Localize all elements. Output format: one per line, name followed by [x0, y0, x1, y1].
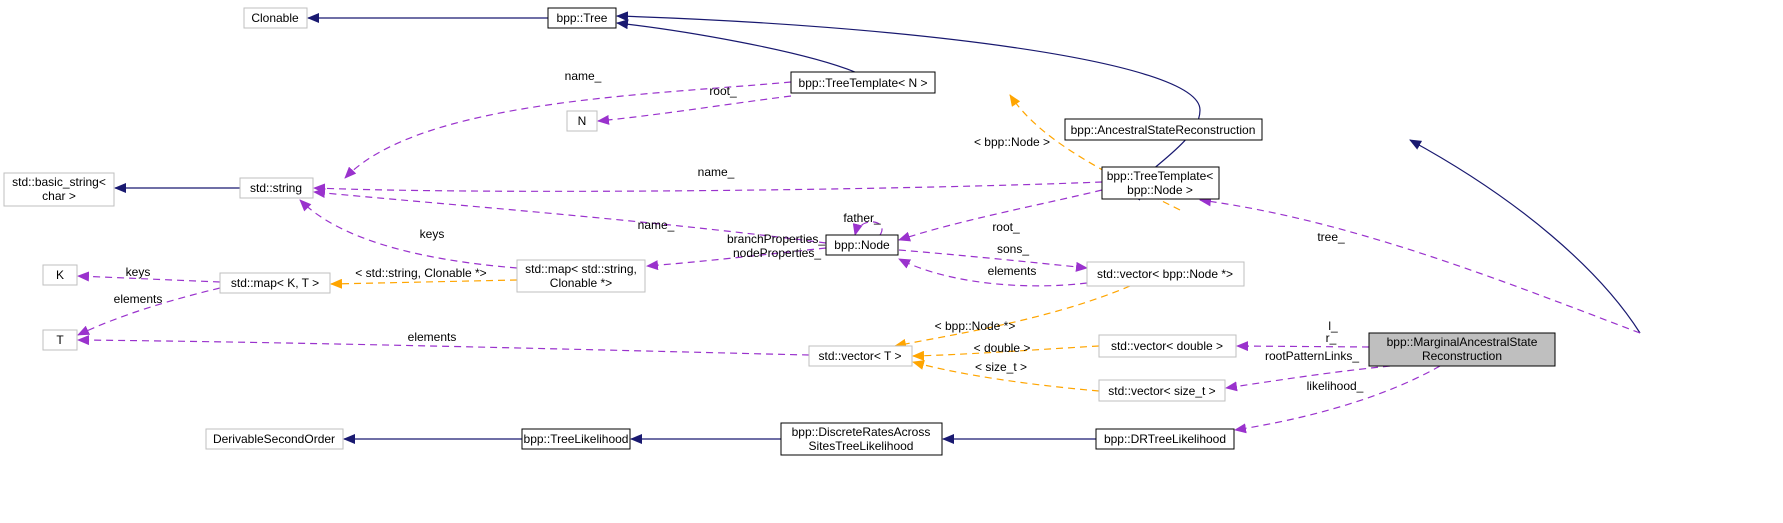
node-std-string[interactable]: std::string [239, 177, 314, 199]
svg-text:Clonable: Clonable [251, 11, 299, 25]
svg-text:bpp::TreeTemplate< N >: bpp::TreeTemplate< N > [799, 76, 928, 90]
edge-label: name_ [565, 69, 602, 83]
node-k[interactable]: K [42, 264, 78, 286]
edge-node-string [313, 188, 827, 244]
svg-text:SitesTreeLikelihood: SitesTreeLikelihood [809, 439, 914, 453]
edge-node-map [646, 247, 827, 271]
edge-tplnode-node [898, 189, 1103, 242]
edge-label: father_ [843, 211, 881, 225]
edge-label: branchProperties_ [727, 232, 825, 246]
svg-text:bpp::TreeLikelihood: bpp::TreeLikelihood [524, 432, 629, 446]
edge-label: name_ [698, 165, 735, 179]
edge-marginal-drtl [1234, 365, 1441, 434]
edge-vectorsize-vectort [912, 360, 1100, 392]
edge-marginal-vectorsize [1225, 365, 1391, 392]
node-marginal-ancestral-state-reconstruction[interactable]: bpp::MarginalAncestralStateReconstructio… [1368, 332, 1556, 367]
edge-label: l_ [1328, 319, 1338, 333]
node-tree-template-node[interactable]: bpp::TreeTemplate<bpp::Node > [1101, 166, 1220, 200]
node-t[interactable]: T [42, 329, 78, 351]
node-vector-t[interactable]: std::vector< T > [808, 345, 913, 367]
svg-text:bpp::DRTreeLikelihood: bpp::DRTreeLikelihood [1104, 432, 1226, 446]
edge-treetemplate-n [597, 95, 792, 125]
node-basic-string[interactable]: std::basic_string<char > [3, 172, 115, 207]
edge-label: rootPatternLinks_ [1265, 349, 1359, 363]
node-bpp-tree[interactable]: bpp::Tree [547, 7, 617, 29]
edge-marginal-vectordouble [1236, 341, 1370, 352]
edge-label: elements [988, 264, 1037, 278]
node-clonable[interactable]: Clonable [243, 7, 308, 29]
edge-label: name_ [638, 218, 675, 232]
svg-text:N: N [578, 114, 587, 128]
node-vector-double[interactable]: std::vector< double > [1098, 334, 1237, 358]
edge-label: < std::string, Clonable *> [355, 266, 486, 280]
edge-label: root_ [709, 84, 737, 98]
edge-label: keys [420, 227, 445, 241]
svg-text:std::vector< double >: std::vector< double > [1111, 339, 1223, 353]
edge-vectort-t [77, 335, 810, 356]
edge-label: keys [126, 265, 151, 279]
edge-map-string [299, 199, 518, 269]
edge-label: tree_ [1317, 230, 1345, 244]
svg-text:bpp::DiscreteRatesAcross: bpp::DiscreteRatesAcross [792, 425, 931, 439]
edge-label: < bpp::Node *> [935, 319, 1016, 333]
node-dr-tree-likelihood[interactable]: bpp::DRTreeLikelihood [1095, 428, 1235, 450]
edge-vector-node [898, 258, 1088, 287]
node-discrete-rates-across-sites-tree-likelihood[interactable]: bpp::DiscreteRatesAcrossSitesTreeLikelih… [780, 422, 943, 456]
node-bpp-node[interactable]: bpp::Node [825, 234, 899, 256]
svg-text:std::vector< bpp::Node *>: std::vector< bpp::Node *> [1097, 267, 1233, 281]
svg-text:std::vector< T >: std::vector< T > [819, 349, 902, 363]
edge-label: elements [114, 292, 163, 306]
edge-treetemplate-tree [616, 19, 856, 73]
svg-text:std::basic_string<: std::basic_string< [12, 175, 106, 189]
edge-marginal-tplnode [1199, 196, 1641, 334]
svg-text:DerivableSecondOrder: DerivableSecondOrder [213, 432, 335, 446]
node-vector-node-ptr[interactable]: std::vector< bpp::Node *> [1086, 261, 1245, 287]
svg-text:Reconstruction: Reconstruction [1422, 349, 1502, 363]
svg-text:std::vector< size_t >: std::vector< size_t > [1108, 384, 1215, 398]
edge-label: elements [408, 330, 457, 344]
edge-vectordouble-vectort [912, 345, 1100, 361]
node-derivable-second-order[interactable]: DerivableSecondOrder [205, 428, 344, 450]
edge-label: sons_ [997, 242, 1029, 256]
svg-text:std::map< std::string,: std::map< std::string, [525, 262, 637, 276]
svg-text:bpp::Node >: bpp::Node > [1127, 183, 1193, 197]
node-tree-likelihood[interactable]: bpp::TreeLikelihood [521, 428, 631, 450]
svg-text:bpp::TreeTemplate<: bpp::TreeTemplate< [1107, 169, 1214, 183]
edge-treetemplate-string [344, 81, 792, 179]
edge-label: nodeProperties_ [733, 246, 821, 260]
svg-text:bpp::AncestralStateReconstruct: bpp::AncestralStateReconstruction [1071, 123, 1256, 137]
edge-label: < bpp::Node > [974, 135, 1050, 149]
nodes: Clonable bpp::Tree bpp::TreeTemplate< N … [3, 7, 1556, 456]
node-map-string-clonable[interactable]: std::map< std::string,Clonable *> [516, 259, 646, 293]
node-ancestral-state-reconstruction[interactable]: bpp::AncestralStateReconstruction [1064, 118, 1263, 141]
edge-label: likelihood_ [1307, 379, 1364, 393]
edge-node-father [852, 221, 883, 236]
svg-text:std::map< K, T >: std::map< K, T > [231, 276, 319, 290]
edge-label: < double > [974, 341, 1031, 355]
svg-text:T: T [56, 333, 64, 347]
edge-label: root_ [992, 220, 1020, 234]
edge-tplnode-string [313, 181, 1103, 194]
node-tree-template-n[interactable]: bpp::TreeTemplate< N > [790, 71, 936, 94]
edge-vectornode-vectort [894, 285, 1131, 349]
edge-marginal-asr [1409, 139, 1641, 334]
edge-label: < size_t > [975, 360, 1027, 374]
edge-label: r_ [1326, 331, 1337, 345]
svg-text:char >: char > [42, 189, 76, 203]
svg-text:Clonable *>: Clonable *> [550, 276, 612, 290]
edge-mapkt-t [77, 287, 221, 336]
edge-labels: name_ root_ < bpp::Node > name_ name_ ro… [114, 69, 1364, 393]
node-vector-size-t[interactable]: std::vector< size_t > [1098, 379, 1226, 402]
svg-text:bpp::Node: bpp::Node [834, 238, 890, 252]
node-map-k-t[interactable]: std::map< K, T > [219, 272, 331, 294]
edge-map-mapkt [330, 278, 518, 289]
svg-text:bpp::MarginalAncestralState: bpp::MarginalAncestralState [1387, 335, 1538, 349]
node-n[interactable]: N [566, 110, 598, 132]
svg-text:std::string: std::string [250, 181, 302, 195]
svg-text:K: K [56, 268, 64, 282]
svg-text:bpp::Tree: bpp::Tree [557, 11, 608, 25]
